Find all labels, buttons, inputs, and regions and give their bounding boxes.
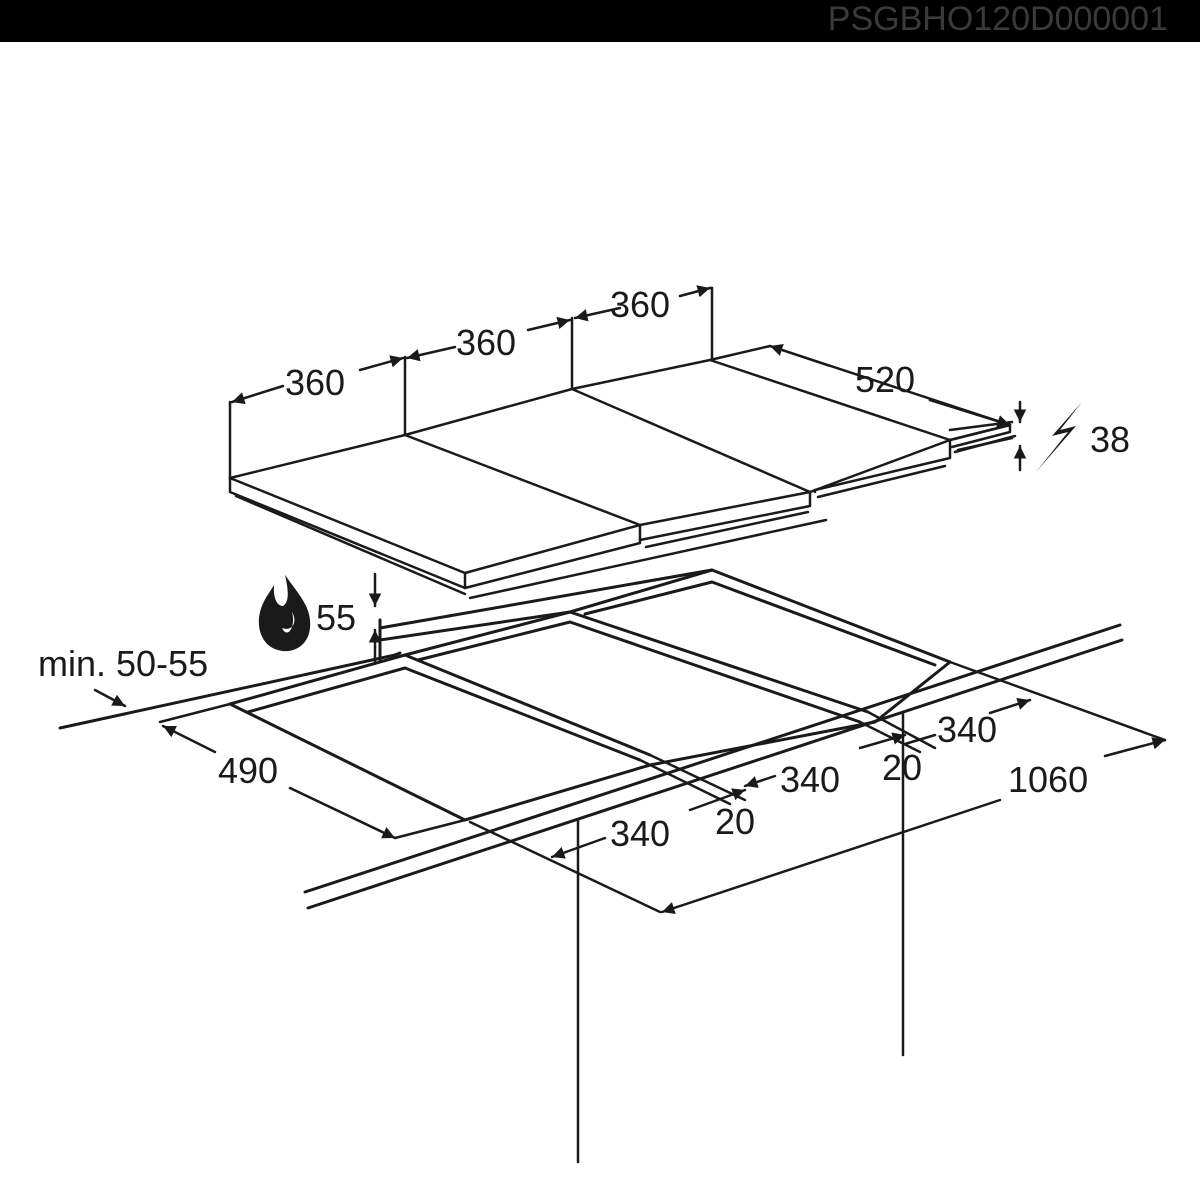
- label-depth: 520: [855, 359, 915, 400]
- label-cutout-width-1: 340: [610, 813, 670, 854]
- label-gap-1: 20: [715, 801, 755, 842]
- label-cutout-width-3: 340: [937, 709, 997, 750]
- product-code: PSGBHO120D000001: [828, 0, 1168, 38]
- label-total-width: 1060: [1008, 759, 1088, 800]
- countertop: [58, 618, 1124, 910]
- label-cutout-depth: 490: [218, 750, 278, 791]
- flame-icon: [258, 575, 311, 652]
- label-width-right: 360: [610, 284, 670, 325]
- label-height: 38: [1090, 419, 1130, 460]
- label-gas-clearance: 55: [316, 597, 356, 638]
- label-cutout-width-2: 340: [780, 759, 840, 800]
- label-counter-thickness: min. 50-55: [38, 643, 208, 684]
- dimension-lines: [93, 285, 1167, 1164]
- label-width-middle: 360: [456, 322, 516, 363]
- dimension-labels: 360 360 360 520 38 55 min. 50-55 490 340…: [38, 284, 1130, 854]
- label-width-left: 360: [285, 362, 345, 403]
- label-gap-2: 20: [882, 747, 922, 788]
